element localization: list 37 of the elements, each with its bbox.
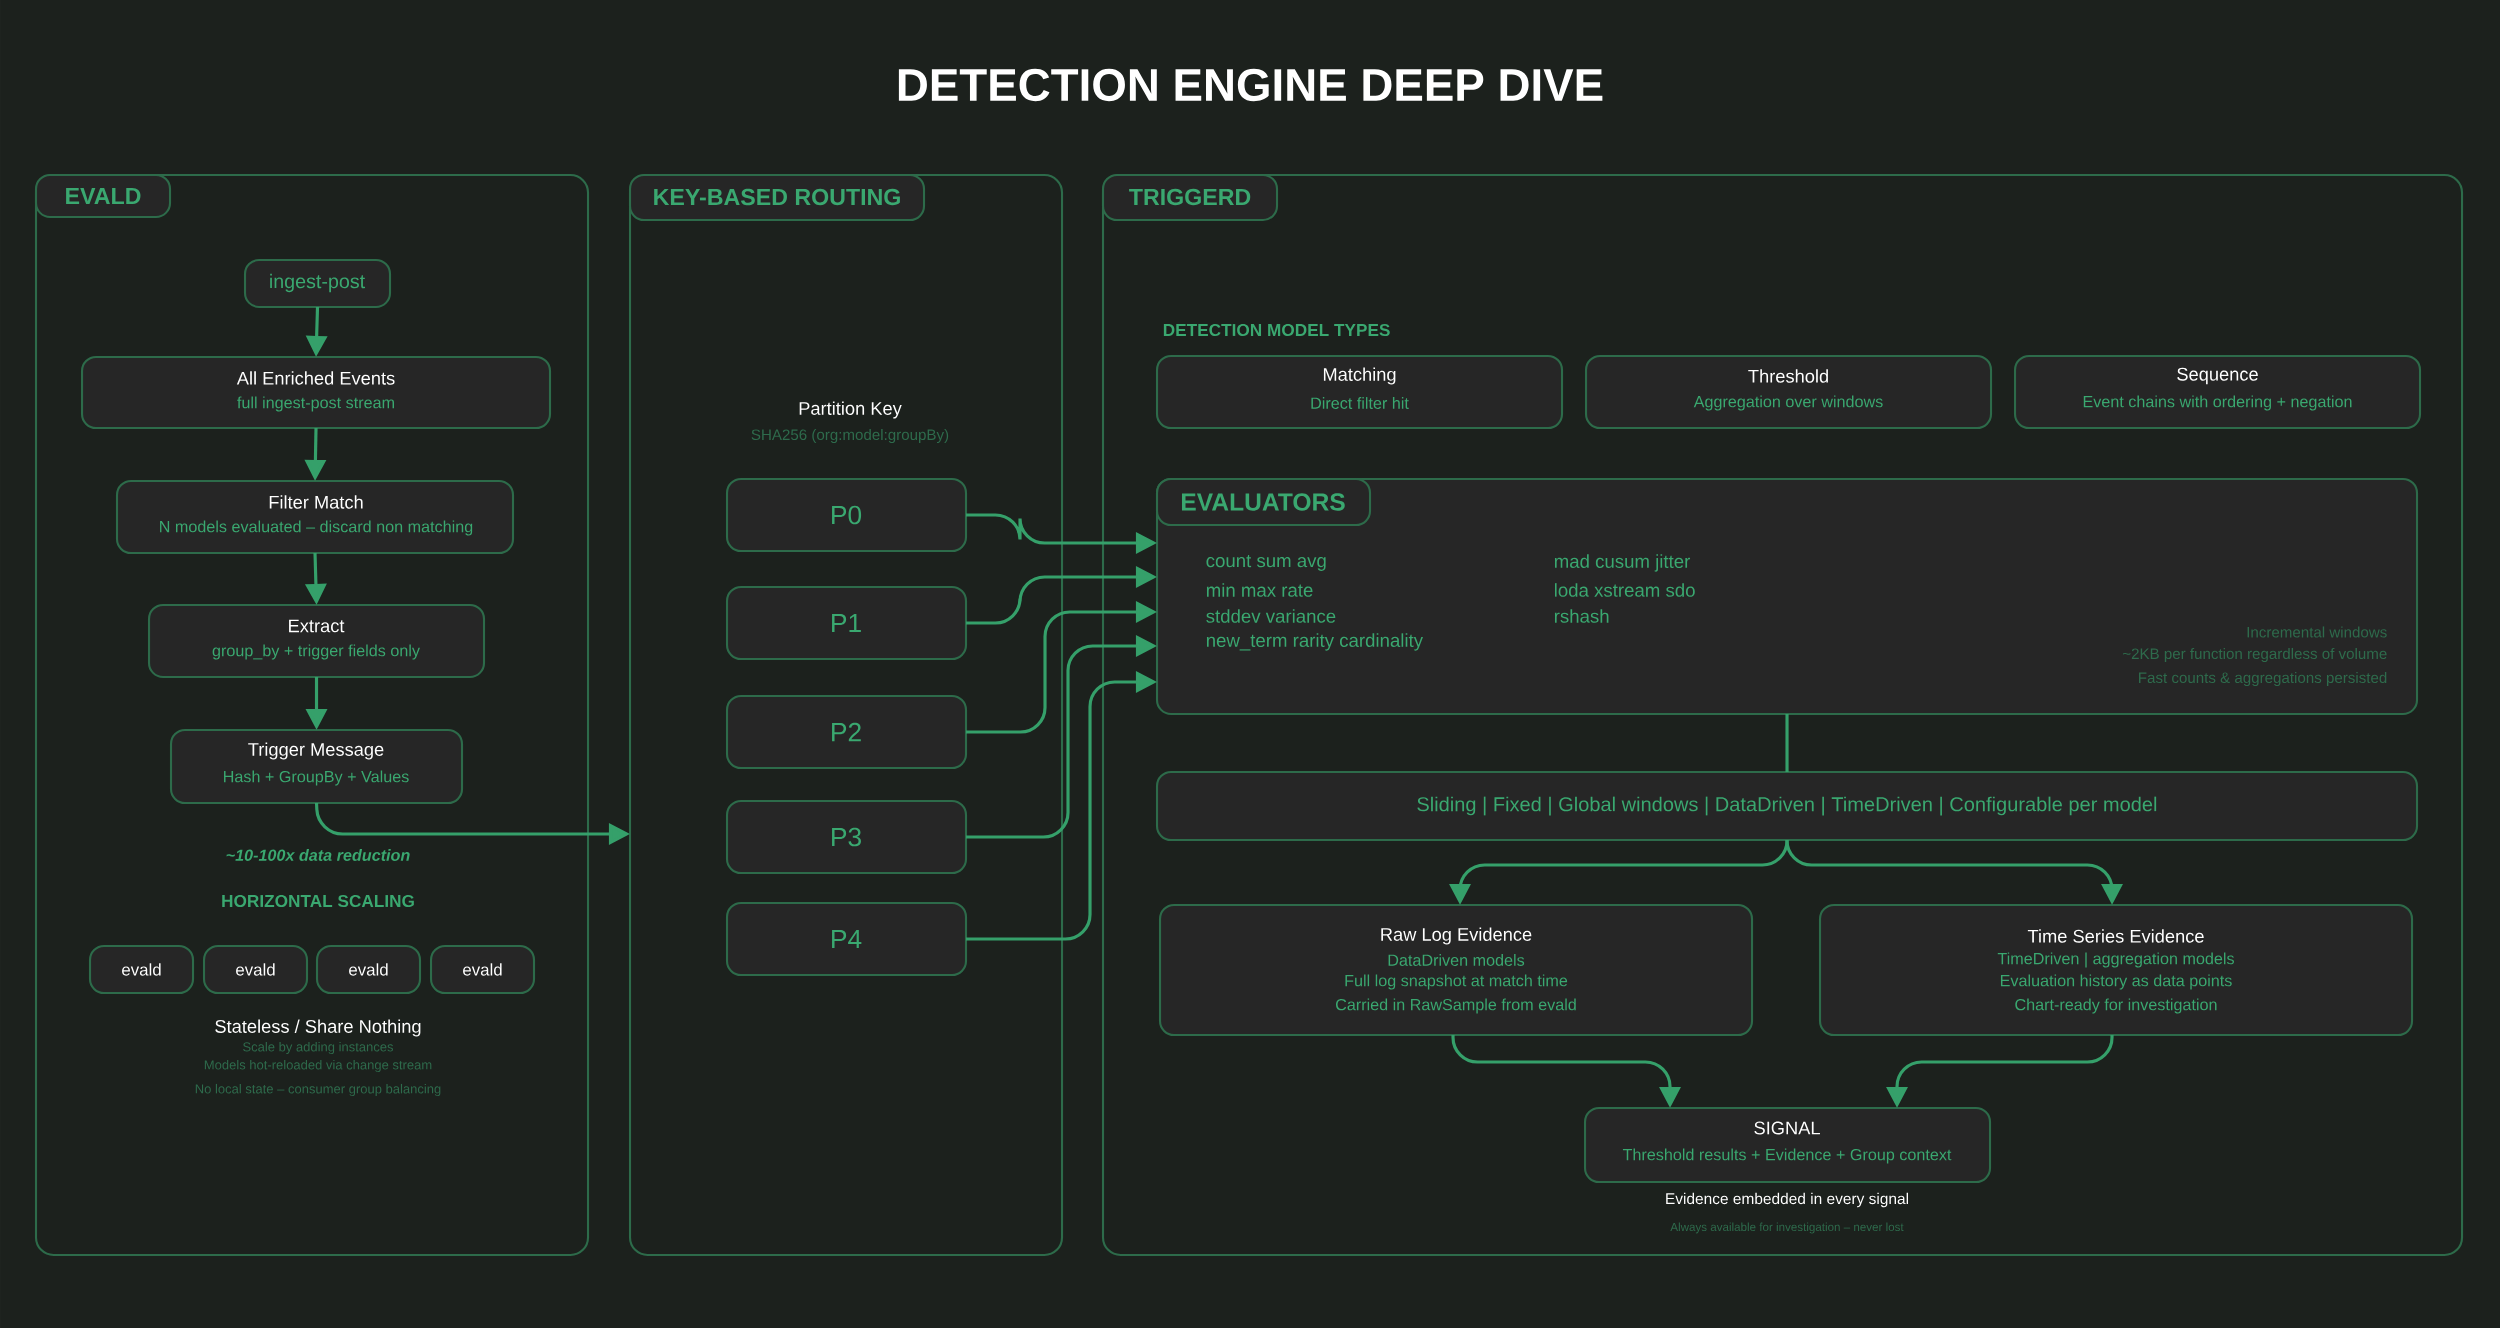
note-text: SHA256 (org:model:groupBy): [751, 428, 949, 444]
section-heading: HORIZONTAL SCALING: [222, 894, 414, 908]
caption-text: Stateless / Share Nothing: [215, 1019, 421, 1037]
signal-box: SIGNAL Threshold results + Evidence + Group context: [1583, 1106, 1992, 1184]
evidence-box: Raw Log Evidence DataDriven models Full log snapshot at match time Carried in RawSample from evald: [1158, 903, 1754, 1037]
process-box: Extract group_by + trigger fields only: [147, 603, 486, 679]
instance-box: evald: [202, 944, 309, 995]
note-text: Models hot-reloaded via change stream: [204, 1059, 432, 1073]
panel-heading: EVALD: [34, 173, 172, 219]
process-box: ingest-post: [243, 258, 392, 309]
evidence-box: Time Series Evidence TimeDriven | aggregation models Evaluation history as data points Chart-ready for investigation: [1818, 903, 2414, 1037]
model-type-box: Sequence Event chains with ordering + negation: [2013, 354, 2422, 430]
partition-box: P2: [725, 694, 968, 770]
panel-heading: TRIGGERD: [1101, 173, 1279, 222]
diagram-title: DETECTION ENGINE DEEP DIVE: [898, 68, 1603, 102]
process-box: All Enriched Events full ingest-post stream: [80, 355, 552, 430]
note-text: Scale by adding instances: [243, 1041, 394, 1055]
partition-box: P1: [725, 585, 968, 661]
process-box: Trigger Message Hash + GroupBy + Values: [169, 728, 464, 805]
section-heading: DETECTION MODEL TYPES: [1163, 323, 1390, 337]
model-type-box: Threshold Aggregation over windows: [1584, 354, 1993, 430]
panel-heading: KEY-BASED ROUTING: [628, 173, 926, 222]
partition-box: P4: [725, 901, 968, 977]
note-text: No local state – consumer group balancing: [195, 1083, 441, 1097]
instance-box: evald: [429, 944, 536, 995]
evaluators-panel: EVALUATORS count sum avg min max rate stddev variance new_term rarity cardinality mad cusum jitter loda xstream sdo rshash Incremental windows ~2KB per function regardless of volume Fast counts & aggregations persisted: [1155, 477, 2419, 716]
process-box: Filter Match N models evaluated – discard non matching: [115, 479, 515, 555]
caption-text: Evidence embedded in every signal: [1666, 1192, 1909, 1208]
caption-text: Partition Key: [799, 401, 902, 419]
caption-text: Always available for investigation – never lost: [1670, 1222, 1904, 1234]
instance-box: evald: [88, 944, 195, 995]
partition-box: P0: [725, 477, 968, 553]
note-text: ~10-100x data reduction: [226, 849, 410, 861]
instance-box: evald: [315, 944, 422, 995]
partition-box: P3: [725, 799, 968, 875]
window-types-bar: Sliding | Fixed | Global windows | DataDriven | TimeDriven | Configurable per model: [1155, 770, 2419, 842]
model-type-box: Matching Direct filter hit: [1155, 354, 1564, 430]
